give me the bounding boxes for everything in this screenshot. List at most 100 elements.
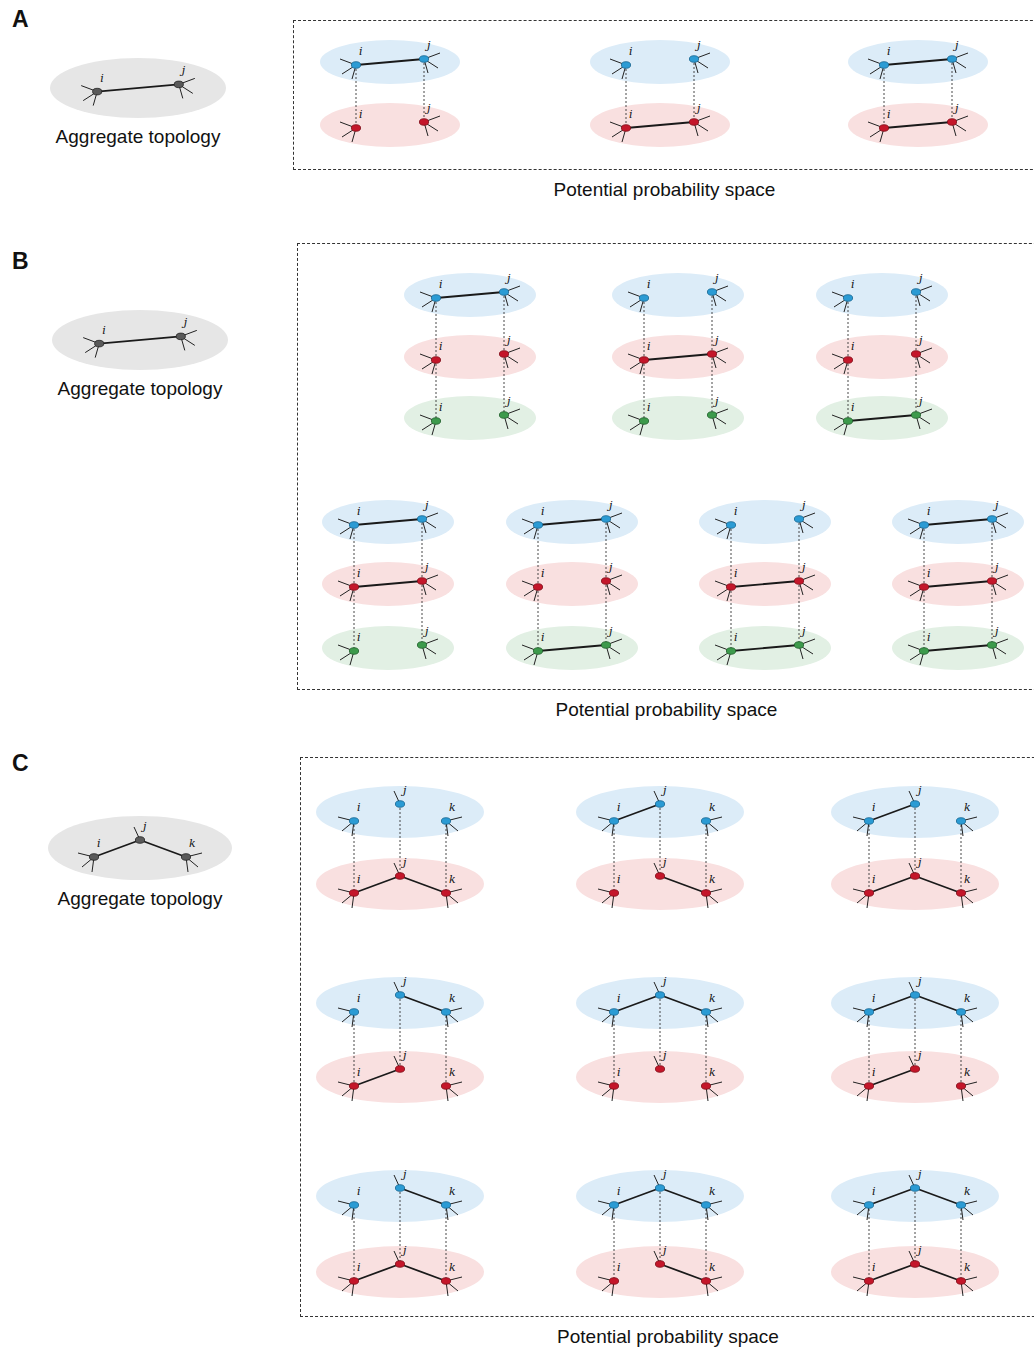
vertex-label: j — [425, 562, 428, 573]
interlayer-link — [614, 821, 615, 893]
vertex-label: j — [715, 273, 718, 284]
network-layer — [848, 40, 988, 84]
vertex-label: j — [184, 317, 187, 328]
graph-vertex — [441, 1202, 450, 1209]
graph-vertex — [701, 1083, 710, 1090]
interlayer-link — [644, 360, 645, 421]
graph-edge — [354, 876, 400, 893]
graph-vertex — [349, 1009, 358, 1016]
interlayer-link — [961, 1012, 962, 1086]
interlayer-link — [436, 298, 437, 360]
graph-vertex — [910, 1066, 919, 1073]
vertex-label: j — [918, 785, 921, 796]
vertex-label: j — [918, 1169, 921, 1180]
network-layer — [506, 626, 638, 670]
vertex-label: k — [449, 1186, 456, 1197]
graph-vertex — [621, 62, 630, 69]
graph-vertex — [655, 801, 664, 808]
graph-vertex — [794, 578, 803, 585]
vertex-label: i — [872, 802, 876, 813]
vertex-label: j — [715, 335, 718, 346]
vertex-label: k — [449, 1262, 456, 1273]
graph-edge — [884, 59, 952, 65]
interlayer-link — [731, 587, 732, 651]
panel-illustration — [322, 273, 1024, 670]
interlayer-link — [660, 804, 661, 876]
network-layer — [322, 626, 454, 670]
vertex-label: j — [918, 1050, 921, 1061]
graph-vertex — [431, 295, 440, 302]
vertex-label: i — [102, 325, 106, 336]
vertex-label: i — [927, 568, 931, 579]
interlayer-link — [706, 821, 707, 893]
graph-edge — [660, 1188, 706, 1205]
interlayer-link — [354, 821, 355, 893]
network-layer — [404, 273, 536, 317]
graph-vertex — [639, 295, 648, 302]
graph-edge — [869, 995, 915, 1012]
vertex-label: k — [964, 1262, 971, 1273]
graph-vertex — [910, 801, 919, 808]
network-layer — [699, 626, 831, 670]
interlayer-link — [915, 804, 916, 876]
vertex-label: k — [709, 993, 716, 1004]
graph-vertex — [956, 890, 965, 897]
graph-vertex — [351, 62, 360, 69]
graph-vertex — [419, 56, 428, 63]
vertex-label: i — [617, 874, 621, 885]
panel-subtitle: Aggregate topology — [56, 126, 221, 149]
interlayer-link — [961, 821, 962, 893]
graph-vertex — [910, 1261, 919, 1268]
network-layer — [892, 562, 1024, 606]
layer-stack — [316, 977, 484, 1103]
graph-vertex — [533, 584, 542, 591]
vertex-label: j — [918, 857, 921, 868]
graph-vertex — [919, 584, 928, 591]
vertex-label: k — [709, 1262, 716, 1273]
vertex-label: k — [189, 838, 196, 849]
vertex-label: i — [851, 402, 855, 413]
panel-caption: Potential probability space — [301, 1326, 1034, 1349]
vertex-label: k — [449, 802, 456, 813]
vertex-label: j — [697, 103, 700, 114]
network-layer — [316, 1051, 484, 1103]
interlayer-link — [799, 581, 800, 645]
network-layer — [506, 500, 638, 544]
graph-vertex — [701, 1278, 710, 1285]
graph-edge — [731, 645, 799, 651]
graph-vertex — [794, 516, 803, 523]
graph-vertex — [609, 1009, 618, 1016]
graph-vertex — [947, 56, 956, 63]
graph-edge — [140, 840, 186, 857]
interlayer-link — [606, 519, 607, 581]
graph-vertex — [621, 125, 630, 132]
aggregate-layer — [52, 310, 228, 370]
graph-vertex — [395, 1066, 404, 1073]
graph-edge — [915, 1264, 961, 1281]
vertex-label: i — [357, 1262, 361, 1273]
layer-stack — [590, 40, 730, 147]
vertex-label: j — [403, 1050, 406, 1061]
graph-vertex — [349, 584, 358, 591]
graph-vertex — [351, 125, 360, 132]
interlayer-link — [422, 519, 423, 581]
layer-stack — [576, 977, 744, 1103]
graph-vertex — [726, 584, 735, 591]
vertex-label: i — [851, 279, 855, 290]
vertex-label: i — [872, 993, 876, 1004]
vertex-label: i — [927, 632, 931, 643]
graph-vertex — [864, 818, 873, 825]
vertex-label: j — [403, 1169, 406, 1180]
layer-stack — [831, 1170, 999, 1298]
graph-vertex — [93, 88, 102, 95]
interlayer-link — [354, 1205, 355, 1281]
vertex-label: j — [995, 562, 998, 573]
vertex-label: i — [357, 632, 361, 643]
vertex-label: j — [802, 500, 805, 511]
graph-vertex — [655, 992, 664, 999]
graph-vertex — [181, 854, 190, 861]
layer-stack — [831, 786, 999, 910]
vertex-label: i — [617, 993, 621, 1004]
graph-vertex — [499, 351, 508, 358]
vertex-label: i — [357, 568, 361, 579]
